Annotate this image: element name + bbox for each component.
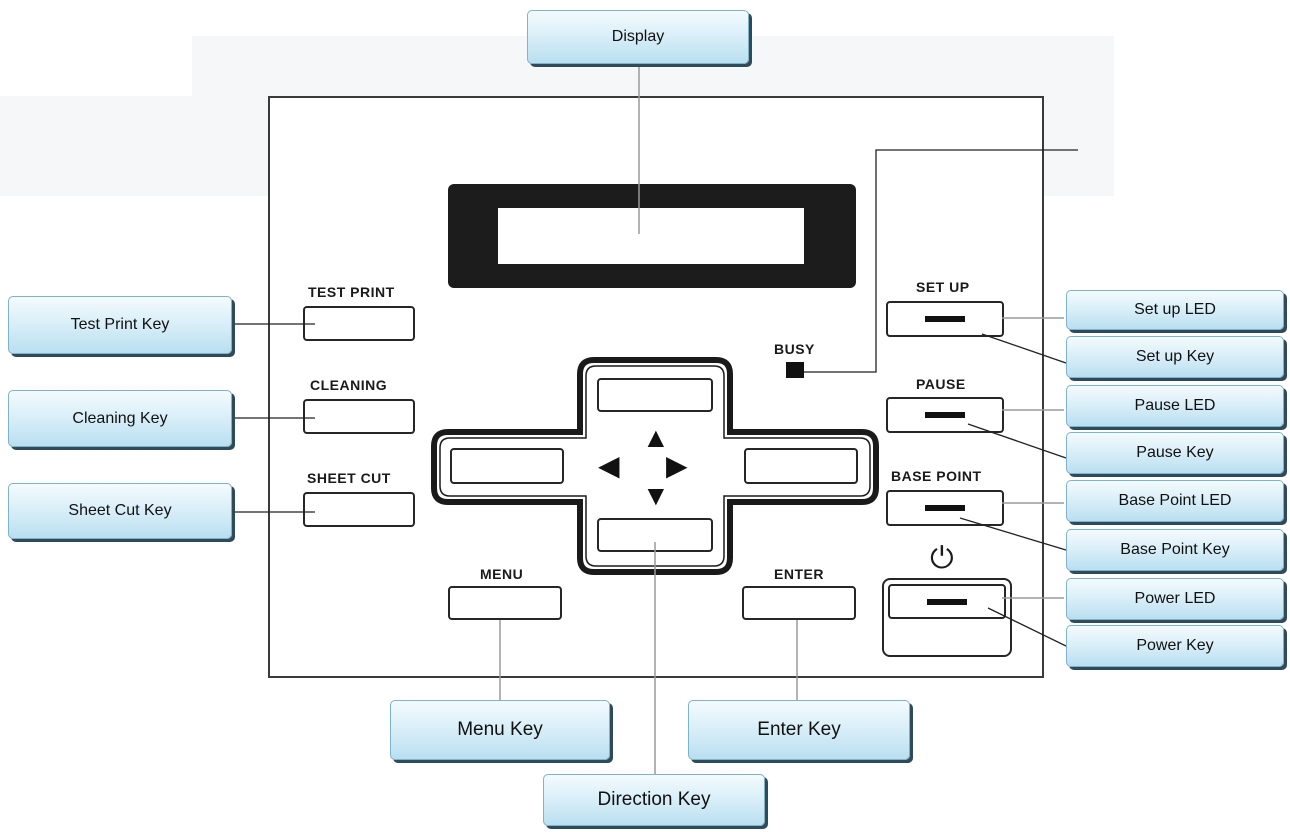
callout-set-up-key: Set up Key <box>1066 336 1284 378</box>
arrow-left-icon: ◀ <box>598 450 620 481</box>
power-led <box>927 598 967 605</box>
callout-pause-led: Pause LED <box>1066 385 1284 427</box>
callout-enter-key: Enter Key <box>688 700 910 760</box>
callout-menu-key: Menu Key <box>390 700 610 760</box>
cleaning-label: CLEANING <box>310 377 388 393</box>
set-up-key[interactable] <box>886 301 1004 337</box>
callout-sheet-cut-key: Sheet Cut Key <box>8 483 232 539</box>
pause-key[interactable] <box>886 397 1004 433</box>
menu-label: MENU <box>480 566 524 582</box>
lcd-display-screen <box>498 208 804 264</box>
callout-set-up-led: Set up LED <box>1066 290 1284 330</box>
callout-display: Display <box>527 10 749 64</box>
direction-key-left[interactable] <box>450 448 564 484</box>
pause-label: PAUSE <box>916 376 966 392</box>
callout-test-print-key: Test Print Key <box>8 296 232 354</box>
base-point-key[interactable] <box>886 490 1004 526</box>
callout-base-point-key: Base Point Key <box>1066 529 1284 571</box>
callout-pause-key: Pause Key <box>1066 432 1284 474</box>
enter-key[interactable] <box>742 586 856 620</box>
test-print-label: TEST PRINT <box>308 284 395 300</box>
cleaning-key[interactable] <box>303 399 415 434</box>
callout-power-led: Power LED <box>1066 578 1284 620</box>
test-print-key[interactable] <box>303 306 415 341</box>
background-fade-left <box>0 96 268 196</box>
arrow-right-icon: ▶ <box>666 450 688 481</box>
arrow-up-icon: ▲ <box>642 422 670 453</box>
enter-label: ENTER <box>774 566 824 582</box>
set-up-led <box>925 316 965 322</box>
callout-cleaning-key: Cleaning Key <box>8 390 232 447</box>
callout-power-key: Power Key <box>1066 625 1284 667</box>
arrow-down-icon: ▼ <box>642 480 670 511</box>
power-key[interactable] <box>888 584 1006 619</box>
busy-label: BUSY <box>774 341 815 357</box>
power-key-surround <box>882 578 1012 657</box>
set-up-label: SET UP <box>916 279 970 295</box>
callout-direction-key: Direction Key <box>543 774 765 826</box>
base-point-label: BASE POINT <box>891 468 982 484</box>
pause-led <box>925 412 965 418</box>
direction-key-up[interactable] <box>597 378 713 412</box>
base-point-led <box>925 505 965 511</box>
sheet-cut-label: SHEET CUT <box>307 470 391 486</box>
background-fade-right <box>1044 96 1114 196</box>
busy-led <box>786 362 804 378</box>
menu-key[interactable] <box>448 586 562 620</box>
direction-key-right[interactable] <box>744 448 858 484</box>
power-icon: ⏻ <box>930 542 954 575</box>
sheet-cut-key[interactable] <box>303 492 415 527</box>
callout-base-point-led: Base Point LED <box>1066 480 1284 522</box>
